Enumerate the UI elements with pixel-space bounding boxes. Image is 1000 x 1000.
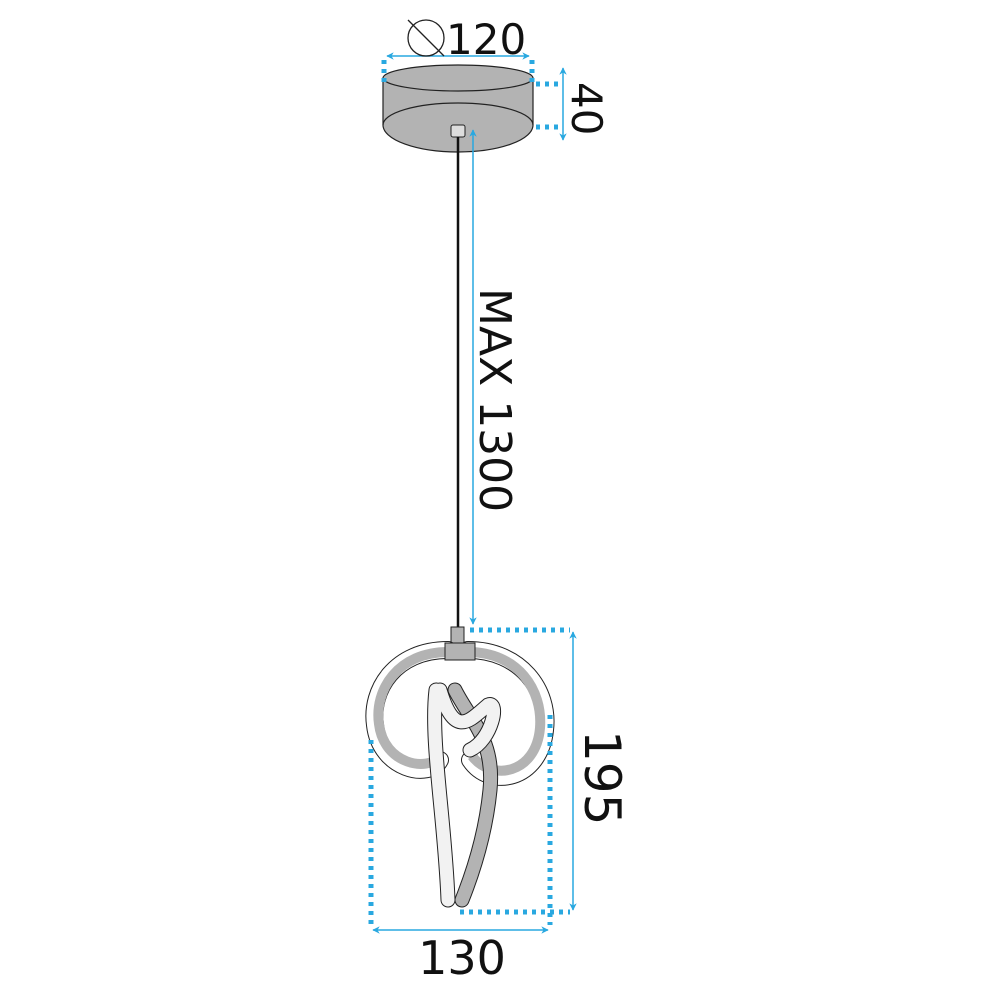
lamp-body bbox=[365, 626, 555, 908]
lamp-width-label: 130 bbox=[418, 931, 506, 985]
canopy-height-label: 40 bbox=[562, 82, 611, 135]
dimension-lines bbox=[368, 52, 577, 934]
cable-length-label: MAX 1300 bbox=[469, 288, 520, 512]
ceiling-canopy bbox=[382, 64, 534, 153]
canopy-diameter-label: 120 bbox=[446, 15, 526, 64]
lamp-height-label: 195 bbox=[573, 730, 631, 825]
diameter-symbol-icon bbox=[407, 19, 445, 57]
